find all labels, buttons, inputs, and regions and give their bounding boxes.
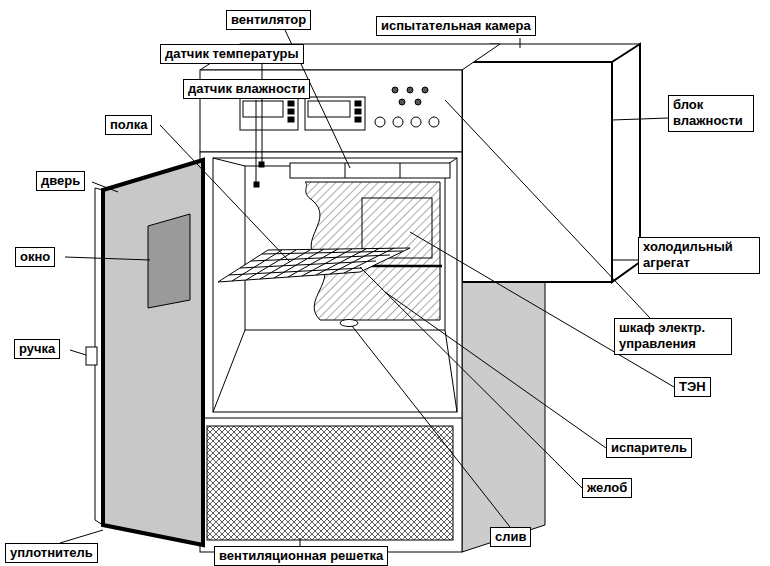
sensor-symbol [254, 182, 259, 187]
part-label: блок влажности [668, 95, 754, 132]
label-text: вентилятор [231, 12, 306, 28]
shelf-symbol [218, 248, 410, 282]
label-text: желоб [587, 480, 627, 496]
fan-divider [345, 163, 346, 178]
part-label: слив [490, 527, 531, 547]
part-label: окно [15, 247, 55, 267]
door-window [148, 214, 190, 308]
label-text: блок влажности [673, 97, 749, 130]
label-text: ручка [19, 341, 55, 357]
sensor-symbol [259, 162, 264, 167]
cabinet-side [462, 265, 545, 552]
display-key [355, 117, 361, 122]
chamber-edge [213, 330, 245, 412]
part-label: испытательная камера [376, 16, 536, 36]
label-text: шкаф электр. управления [619, 320, 727, 353]
display-key [355, 109, 361, 114]
leader-lines [60, 30, 674, 546]
shelf-grid [229, 248, 403, 281]
part-label: датчик температуры [160, 44, 304, 64]
button [422, 87, 428, 93]
label-text: вентиляционная решетка [219, 548, 383, 564]
vent-grille [207, 426, 453, 540]
label-text: дверь [41, 173, 80, 189]
part-label: холодильный агрегат [638, 237, 760, 274]
part-label: желоб [582, 478, 632, 498]
label-text: ТЭН [679, 379, 706, 395]
display-key [288, 109, 294, 114]
part-label: ручка [14, 339, 60, 359]
part-label: дверь [36, 171, 85, 191]
label-text: окно [20, 249, 50, 265]
button [399, 99, 405, 105]
button [407, 87, 413, 93]
part-label: вентилятор [226, 10, 311, 30]
part-label: испаритель [606, 438, 692, 458]
block-side [612, 44, 640, 282]
label-text: слив [495, 529, 526, 545]
label-text: датчик влажности [188, 81, 305, 97]
chamber-edge [445, 330, 457, 412]
block-front [462, 62, 612, 282]
panel-line [200, 418, 462, 419]
label-text: испаритель [611, 440, 687, 456]
part-label: вентиляционная решетка [214, 546, 388, 566]
label-text: испытательная камера [381, 18, 531, 34]
display [305, 97, 365, 130]
button [415, 99, 421, 105]
button [411, 117, 421, 127]
button [429, 117, 439, 127]
part-label: уплотнитель [5, 543, 98, 563]
fan-divider [400, 163, 401, 178]
display-key [288, 117, 294, 122]
button [393, 117, 403, 127]
door-panel [103, 160, 203, 545]
chamber-edge [213, 158, 245, 166]
door-handle [86, 347, 97, 365]
chamber-opening [213, 158, 457, 412]
part-label: ТЭН [674, 377, 711, 397]
display-key [288, 101, 294, 106]
fan-symbol [290, 163, 450, 178]
display [240, 97, 298, 130]
label-text: уплотнитель [10, 545, 93, 561]
part-label: датчик влажности [183, 79, 310, 99]
display-screen [243, 101, 283, 117]
label-text: холодильный агрегат [643, 239, 755, 272]
cabinet-front [200, 152, 462, 552]
part-label: шкаф электр. управления [614, 318, 732, 355]
label-text: датчик температуры [165, 46, 299, 62]
part-label: полка [105, 115, 152, 135]
button [375, 117, 385, 127]
chamber-back-wall [245, 166, 445, 330]
label-text: полка [110, 117, 147, 133]
drain-symbol [340, 320, 358, 327]
display-screen [308, 101, 350, 117]
button [392, 87, 398, 93]
display-key [355, 101, 361, 106]
